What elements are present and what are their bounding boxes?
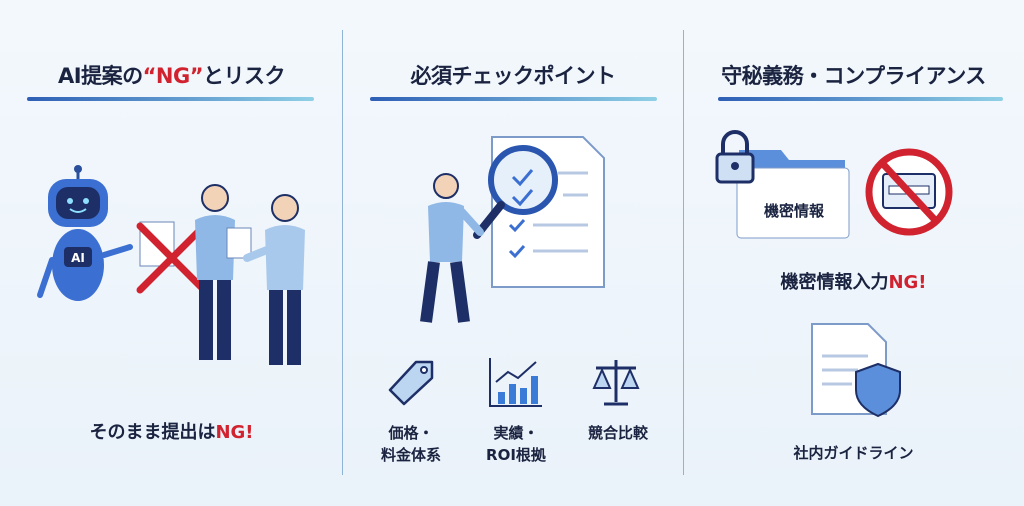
price-tag-icon <box>388 360 434 406</box>
checkpoint-section: 必須チェックポイント 価格・料金体系 実績・ ROI根拠 競合比較 <box>343 0 683 506</box>
title-underline <box>718 97 1003 101</box>
robot-icon: AI <box>37 165 133 301</box>
ai-ng-risk-section: AI提案の“NG”とリスク AI そのまま提出はNG! <box>0 0 343 506</box>
section-title: 必須チェックポイント <box>410 64 617 88</box>
guideline-caption: 社内ガイドライン <box>793 444 914 462</box>
item-label: 価格・ <box>388 424 434 442</box>
people-handover-icon <box>195 184 305 365</box>
guideline-document-icon <box>811 323 901 418</box>
item-label: ROI根拠 <box>486 446 546 464</box>
section-title: 守秘義務・コンプライアンス <box>721 64 986 88</box>
confidentiality-section: 守秘義務・コンプライアンス 機密情報 機密情報入力NG! 社内ガイドライン <box>683 0 1024 506</box>
divider <box>342 30 343 475</box>
title-underline <box>370 97 657 101</box>
svg-text:AI: AI <box>71 251 85 265</box>
submission-ng-caption: そのまま提出はNG! <box>89 422 254 443</box>
section-title: AI提案の“NG”とリスク <box>58 64 286 88</box>
divider <box>683 30 684 475</box>
bar-chart-icon <box>489 358 542 407</box>
confidential-input-ng-caption: 機密情報入力NG! <box>780 272 927 293</box>
item-label: 料金体系 <box>380 446 441 464</box>
person-inspecting-icon <box>420 173 484 323</box>
no-input-icon <box>865 148 953 236</box>
scale-icon <box>592 360 640 406</box>
item-label: 競合比較 <box>587 424 648 442</box>
folder-label: 機密情報 <box>763 202 824 220</box>
title-underline <box>27 97 314 101</box>
folder-icon <box>736 150 850 239</box>
lock-icon <box>715 130 755 184</box>
item-label: 実績・ <box>493 424 539 442</box>
